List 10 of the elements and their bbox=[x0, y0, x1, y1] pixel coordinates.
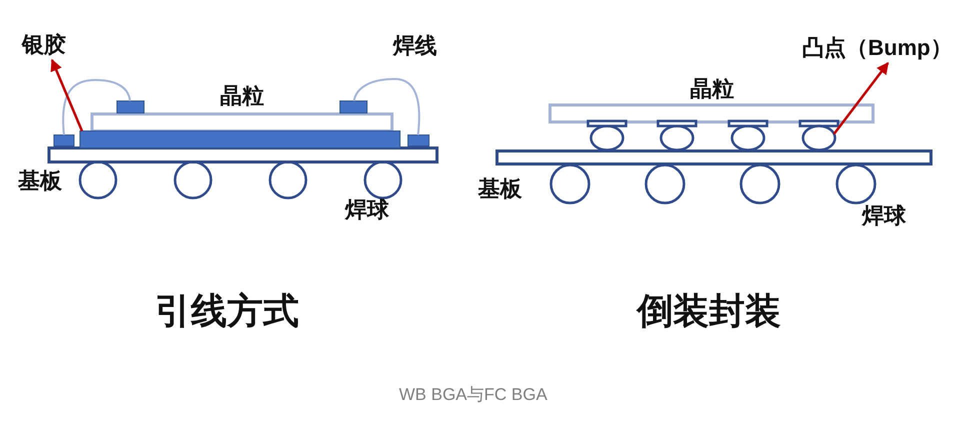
caption: WB BGA与FC BGA bbox=[399, 385, 548, 405]
figure-heading: 倒装封装 bbox=[637, 291, 781, 331]
part-label: 基板 bbox=[18, 169, 62, 194]
part-label: 焊球 bbox=[345, 198, 389, 222]
part-label: 晶粒 bbox=[220, 84, 264, 108]
part-label: 焊球 bbox=[862, 204, 906, 228]
part-label: 基板 bbox=[478, 177, 522, 202]
figure-heading: 引线方式 bbox=[155, 291, 299, 331]
part-label: 晶粒 bbox=[690, 77, 734, 102]
part-label: 焊线 bbox=[393, 34, 437, 58]
